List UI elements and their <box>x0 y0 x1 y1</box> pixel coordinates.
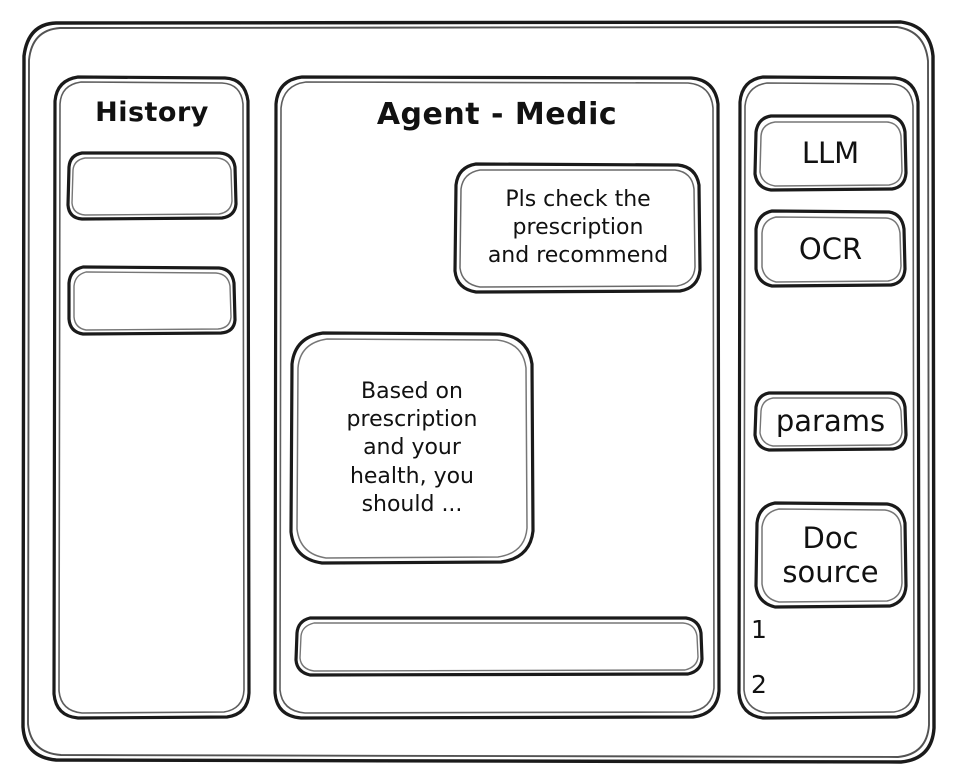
chat-panel: Agent - Medic Pls check the prescription… <box>272 75 722 720</box>
tool-button-llm[interactable]: LLM <box>753 113 908 193</box>
history-item[interactable] <box>66 265 238 337</box>
history-title: History <box>95 97 209 128</box>
tool-button-label: OCR <box>798 231 863 266</box>
history-item-outline <box>66 150 238 222</box>
tool-button-doc-source[interactable]: Doc source <box>753 500 908 610</box>
tool-button-ocr[interactable]: OCR <box>753 209 908 289</box>
chat-title: Agent - Medic <box>376 97 618 132</box>
doc-source-item-label: 2 <box>751 670 767 699</box>
history-panel: History <box>52 75 252 720</box>
tool-button-params[interactable]: params <box>753 390 908 452</box>
message-input-outline <box>294 615 704 677</box>
tool-button-label: LLM <box>801 135 860 170</box>
tools-panel: LLM OCR params <box>737 75 922 720</box>
doc-source-list-item[interactable]: 2 <box>751 670 767 699</box>
tool-button-label: Doc source <box>782 520 879 589</box>
user-message-bubble: Pls check the prescription and recommend <box>452 161 704 295</box>
agent-message-text: Based on prescription and your health, y… <box>346 379 478 517</box>
message-input[interactable] <box>294 615 704 677</box>
history-item-outline <box>66 265 238 337</box>
agent-message-bubble: Based on prescription and your health, y… <box>287 330 537 567</box>
history-item[interactable] <box>66 150 238 222</box>
tool-button-label: params <box>775 403 886 438</box>
doc-source-item-label: 1 <box>751 615 767 644</box>
user-message-text: Pls check the prescription and recommend <box>487 186 669 269</box>
doc-source-list-item[interactable]: 1 <box>751 615 767 644</box>
